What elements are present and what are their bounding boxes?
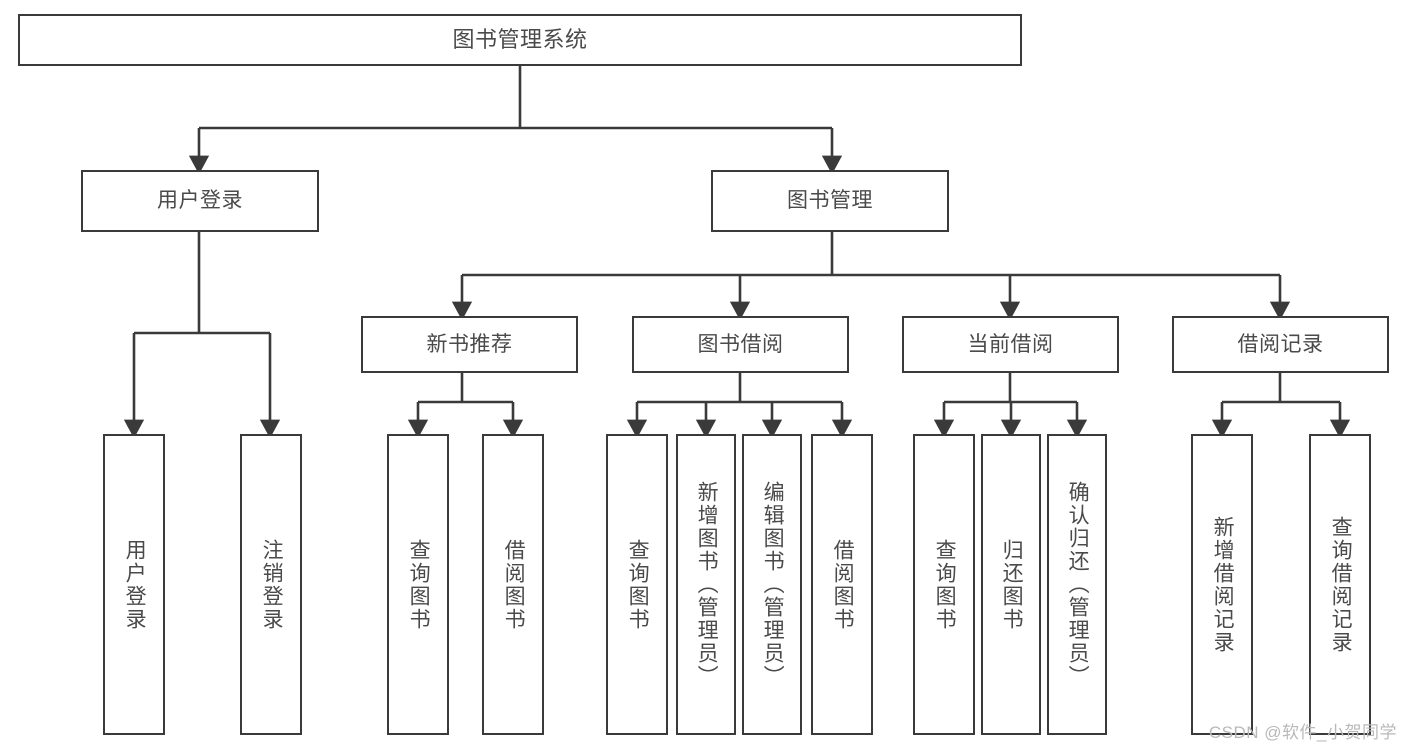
node-borrow-record[interactable]: 借阅记录 <box>1172 316 1389 373</box>
node-label: 编辑图书（管理员） <box>761 481 785 688</box>
node-label: 新增图书（管理员） <box>695 481 719 688</box>
node-leaf-query-book-3[interactable]: 查询图书 <box>913 434 975 735</box>
node-label: 归还图书 <box>1000 538 1024 631</box>
node-label: 当前借阅 <box>967 332 1054 356</box>
node-leaf-return-book[interactable]: 归还图书 <box>981 434 1041 735</box>
node-book-management[interactable]: 图书管理 <box>711 170 949 232</box>
node-leaf-borrow-book-2[interactable]: 借阅图书 <box>811 434 873 735</box>
node-label: 新书推荐 <box>426 332 513 356</box>
node-label: 查询图书 <box>626 538 650 631</box>
node-label: 借阅图书 <box>831 538 855 631</box>
node-leaf-confirm-return[interactable]: 确认归还（管理员） <box>1047 434 1107 735</box>
node-label: 确认归还（管理员） <box>1066 481 1090 688</box>
node-label: 借阅图书 <box>502 538 526 631</box>
node-label: 新增借阅记录 <box>1211 515 1235 654</box>
node-label: 查询图书 <box>933 538 957 631</box>
node-book-borrow[interactable]: 图书借阅 <box>632 316 849 373</box>
node-leaf-add-record[interactable]: 新增借阅记录 <box>1191 434 1253 735</box>
node-leaf-user-login[interactable]: 用户登录 <box>103 434 165 735</box>
node-label: 图书管理系统 <box>452 26 588 52</box>
node-leaf-add-book[interactable]: 新增图书（管理员） <box>676 434 736 735</box>
node-new-book-recommend[interactable]: 新书推荐 <box>361 316 578 373</box>
node-user-login[interactable]: 用户登录 <box>81 170 319 232</box>
node-leaf-logout-login[interactable]: 注销登录 <box>240 434 302 735</box>
node-label: 借阅记录 <box>1237 332 1324 356</box>
node-label: 图书管理 <box>787 189 873 213</box>
node-leaf-query-book-1[interactable]: 查询图书 <box>387 434 449 735</box>
node-leaf-edit-book[interactable]: 编辑图书（管理员） <box>742 434 802 735</box>
node-root-book-management-system[interactable]: 图书管理系统 <box>18 14 1022 66</box>
node-label: 用户登录 <box>123 538 147 631</box>
watermark-text: CSDN @软件_小贺同学 <box>1208 723 1397 742</box>
node-label: 注销登录 <box>260 538 284 631</box>
node-label: 查询借阅记录 <box>1329 515 1353 654</box>
node-current-borrow[interactable]: 当前借阅 <box>902 316 1119 373</box>
node-label: 用户登录 <box>157 189 243 213</box>
node-leaf-query-record[interactable]: 查询借阅记录 <box>1309 434 1371 735</box>
node-leaf-query-book-2[interactable]: 查询图书 <box>606 434 668 735</box>
node-label: 查询图书 <box>407 538 431 631</box>
node-leaf-borrow-book-1[interactable]: 借阅图书 <box>482 434 544 735</box>
node-label: 图书借阅 <box>697 332 784 356</box>
